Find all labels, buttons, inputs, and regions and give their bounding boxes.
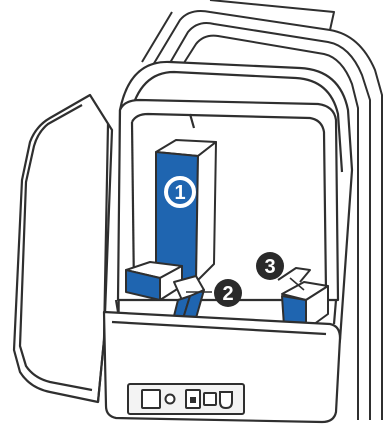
button-icon bbox=[166, 395, 175, 404]
usb-a-port-icon bbox=[204, 393, 216, 405]
callout-1-label: 1 bbox=[174, 182, 185, 204]
connector-panel bbox=[128, 384, 244, 414]
callout-1-badge: 1 bbox=[165, 177, 195, 207]
left-door bbox=[14, 95, 112, 402]
power-port-icon bbox=[142, 390, 160, 408]
callout-2-label: 2 bbox=[222, 283, 233, 305]
callout-3-badge: 3 bbox=[256, 252, 284, 280]
ribbon-cartridge bbox=[156, 140, 216, 282]
ethernet-port-icon bbox=[220, 392, 232, 408]
callout-2-badge: 2 bbox=[214, 279, 242, 307]
callout-3-label: 3 bbox=[264, 256, 275, 278]
